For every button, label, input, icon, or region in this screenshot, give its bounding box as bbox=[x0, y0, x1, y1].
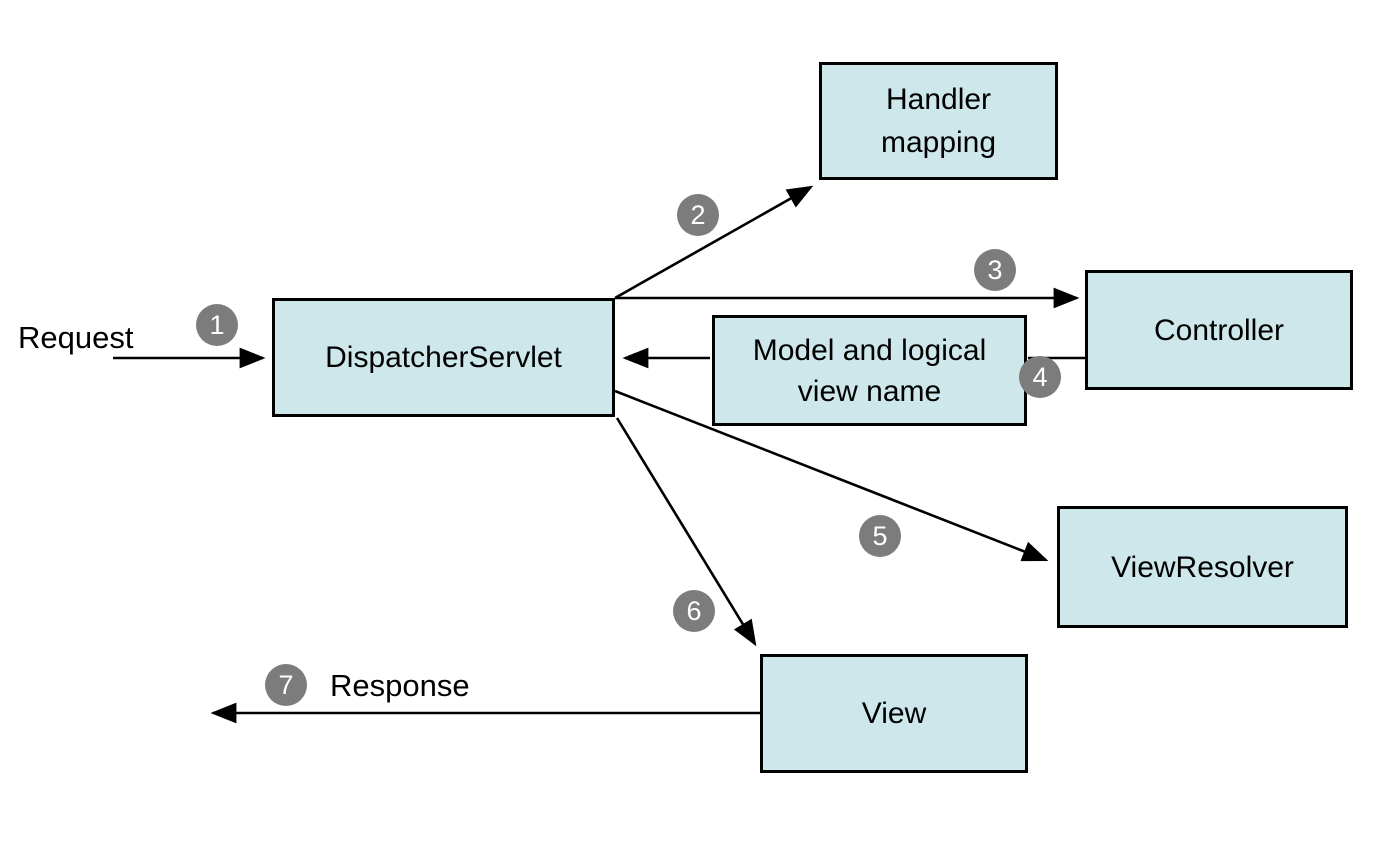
arrow-step6-dispatcher-to-view bbox=[615, 417, 757, 647]
step-badge-6: 6 bbox=[673, 590, 715, 632]
controller-label: Controller bbox=[1153, 313, 1285, 347]
handler-mapping-label-line2: mapping bbox=[880, 126, 997, 159]
handler-mapping-label-line1: Handler bbox=[885, 83, 992, 116]
view-box: View bbox=[760, 654, 1028, 773]
view-resolver-box: ViewResolver bbox=[1057, 506, 1348, 628]
response-label: Response bbox=[330, 668, 470, 703]
model-and-logical-view-name-box: Model and logical view name bbox=[712, 315, 1027, 426]
step-badge-4: 4 bbox=[1019, 356, 1061, 398]
step-badge-2: 2 bbox=[677, 194, 719, 236]
view-resolver-label: ViewResolver bbox=[1111, 550, 1294, 584]
dispatcher-servlet-label: DispatcherServlet bbox=[325, 341, 562, 374]
dispatcher-servlet-box: DispatcherServlet bbox=[272, 298, 615, 417]
arrow-step5-dispatcher-to-viewresolver bbox=[614, 389, 1049, 562]
handler-mapping-box: Handler mapping bbox=[819, 62, 1058, 180]
step-badge-1: 1 bbox=[196, 304, 238, 346]
step-badge-5: 5 bbox=[859, 515, 901, 557]
view-label: View bbox=[861, 697, 927, 730]
model-label-line1: Model and logical bbox=[752, 333, 987, 367]
step-badge-7: 7 bbox=[265, 664, 307, 706]
model-label-line2: view name bbox=[797, 374, 942, 408]
request-label: Request bbox=[18, 320, 134, 355]
arrow-step2-dispatcher-to-handler-mapping bbox=[614, 185, 814, 300]
step-badge-3: 3 bbox=[974, 249, 1016, 291]
controller-box: Controller bbox=[1085, 270, 1353, 390]
